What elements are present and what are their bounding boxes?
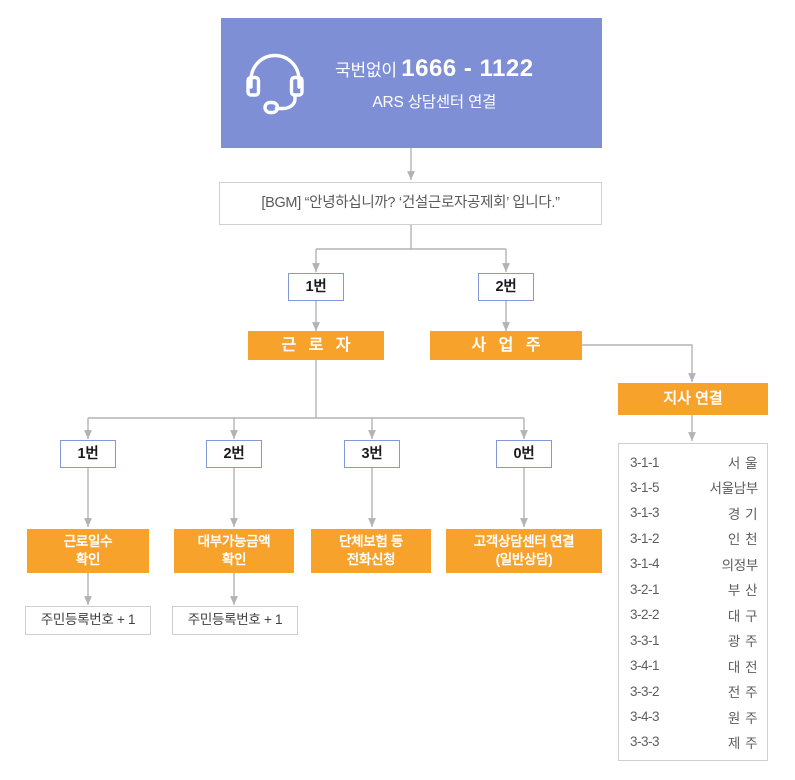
- action-customer-center-connect-line1: 고객상담센터 연결: [473, 533, 575, 549]
- branch-list-item[interactable]: 3-1-1 서 울: [630, 451, 758, 473]
- branch-name: 의정부: [721, 557, 759, 573]
- branch-code: 3-3-2: [630, 683, 660, 699]
- ars-hero-banner: 국번없이 1666 - 1122 ARS 상담센터 연결: [221, 18, 602, 148]
- action-loan-amount-check-line1: 대부가능금액: [197, 533, 271, 549]
- branch-list-item[interactable]: 3-1-4 의정부: [630, 553, 758, 575]
- branch-name: 인 천: [727, 532, 758, 548]
- key-box-0-agent[interactable]: 0번: [496, 440, 552, 468]
- branch-name: 광 주: [727, 634, 758, 650]
- branch-code: 3-1-2: [630, 530, 660, 546]
- branch-name: 서울남부: [709, 481, 759, 497]
- key-box-1-worker[interactable]: 1번: [288, 273, 344, 301]
- branch-name: 서 울: [727, 456, 758, 471]
- branch-code: 3-4-3: [630, 709, 660, 725]
- branch-name: 대 구: [727, 608, 758, 624]
- branch-code: 3-2-1: [630, 581, 660, 597]
- action-workdays-check[interactable]: 근로일수 확인: [27, 529, 149, 573]
- action-customer-center-connect-line2: (일반상담): [495, 552, 553, 567]
- branch-list-item[interactable]: 3-3-1 광 주: [630, 629, 758, 651]
- action-customer-center-connect[interactable]: 고객상담센터 연결 (일반상담): [446, 529, 602, 573]
- hero-phone-line: 국번없이 1666 - 1122: [335, 54, 534, 84]
- key-box-1-workdays[interactable]: 1번: [60, 440, 116, 468]
- branch-list-item[interactable]: 3-2-2 대 구: [630, 604, 758, 626]
- branch-list-item[interactable]: 3-3-2 전 주: [630, 680, 758, 702]
- branch-code: 3-4-1: [630, 658, 660, 674]
- branch-code: 3-1-5: [630, 479, 660, 495]
- branch-code: 3-3-3: [630, 734, 660, 750]
- prompt-resident-number-loan: 주민등록번호 + 1: [172, 606, 298, 635]
- option-worker[interactable]: 근 로 자: [248, 331, 384, 360]
- key-box-2-employer[interactable]: 2번: [478, 273, 534, 301]
- branch-name: 전 주: [727, 685, 758, 701]
- branch-name: 부 산: [727, 583, 758, 599]
- branch-code: 3-1-3: [630, 505, 660, 521]
- hero-phone-number: 1666 - 1122: [401, 54, 534, 82]
- hero-prefix-label: 국번없이: [335, 60, 397, 80]
- branch-list-item[interactable]: 3-1-2 인 천: [630, 527, 758, 549]
- branch-code: 3-1-4: [630, 556, 660, 572]
- key-box-3-insurance[interactable]: 3번: [344, 440, 400, 468]
- action-workdays-check-line1: 근로일수: [63, 533, 113, 549]
- key-box-2-loan[interactable]: 2번: [206, 440, 262, 468]
- bgm-greeting-box: [BGM] “안녕하십니까? ‘건설근로자공제회’ 입니다.”: [219, 182, 602, 225]
- branch-list-item[interactable]: 3-4-1 대 전: [630, 655, 758, 677]
- branch-code: 3-1-1: [630, 454, 660, 470]
- action-loan-amount-check[interactable]: 대부가능금액 확인: [174, 529, 294, 573]
- hero-subtitle: ARS 상담센터 연결: [372, 93, 497, 111]
- branch-list-item[interactable]: 3-2-1 부 산: [630, 578, 758, 600]
- branch-list-item[interactable]: 3-4-3 원 주: [630, 706, 758, 728]
- action-insurance-phone-request-line1: 단체보험 등: [338, 533, 404, 549]
- branch-connect-title[interactable]: 지사 연결: [618, 383, 768, 415]
- branch-list-item[interactable]: 3-1-3 경 기: [630, 502, 758, 524]
- branch-code: 3-2-2: [630, 607, 660, 623]
- headset-icon: [221, 18, 329, 148]
- branch-code: 3-3-1: [630, 632, 660, 648]
- action-workdays-check-line2: 확인: [75, 552, 101, 567]
- branch-name: 제 주: [727, 735, 758, 751]
- branch-name: 대 전: [727, 659, 758, 675]
- branch-list: 3-1-1 서 울 3-1-5 서울남부 3-1-3 경 기 3-1-2 인 천…: [618, 443, 768, 761]
- branch-list-item[interactable]: 3-3-3 제 주: [630, 731, 758, 753]
- action-loan-amount-check-line2: 확인: [221, 552, 247, 567]
- option-employer[interactable]: 사 업 주: [430, 331, 582, 360]
- hero-text-block: 국번없이 1666 - 1122 ARS 상담센터 연결: [329, 54, 534, 112]
- action-insurance-phone-request[interactable]: 단체보험 등 전화신청: [311, 529, 431, 573]
- branch-list-item[interactable]: 3-1-5 서울남부: [630, 476, 758, 498]
- branch-name: 원 주: [727, 710, 758, 726]
- prompt-resident-number-workdays: 주민등록번호 + 1: [25, 606, 151, 635]
- action-insurance-phone-request-line2: 전화신청: [346, 552, 396, 567]
- branch-name: 경 기: [727, 506, 758, 522]
